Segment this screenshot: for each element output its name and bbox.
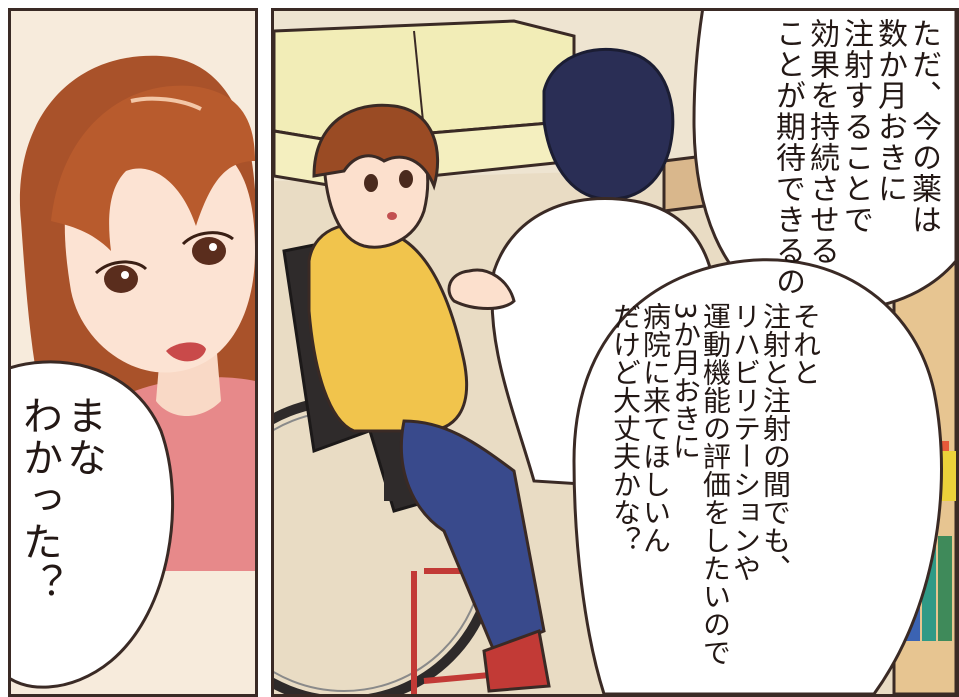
speech-bubble-bottom: [572, 258, 943, 694]
speech-bubble-bottom-text: それと 注射と注射の間でも、 リハビリテーションや 運動機能の評価をしたいので …: [609, 302, 822, 666]
doctor-hand: [447, 268, 516, 310]
clinic-scene-illustration: [274, 11, 956, 694]
mother-illustration: [11, 11, 255, 694]
speech-bubble-top-text: ただ、今の薬は 数か月おきに 注射することで 効果を持続させる ことが期待できる…: [770, 18, 941, 297]
mother-mouth: [166, 342, 206, 362]
mother-left-eye: [104, 265, 138, 293]
speech-bubble-left: [11, 360, 175, 689]
mother-bangs: [51, 85, 255, 251]
girl-character: [307, 103, 551, 693]
mother-right-eye: [192, 237, 226, 265]
manga-panel-left: まな わかった？: [8, 8, 258, 697]
manga-panel-right: [271, 8, 959, 697]
speech-bubble-left-text: まな わかった？: [16, 395, 106, 605]
